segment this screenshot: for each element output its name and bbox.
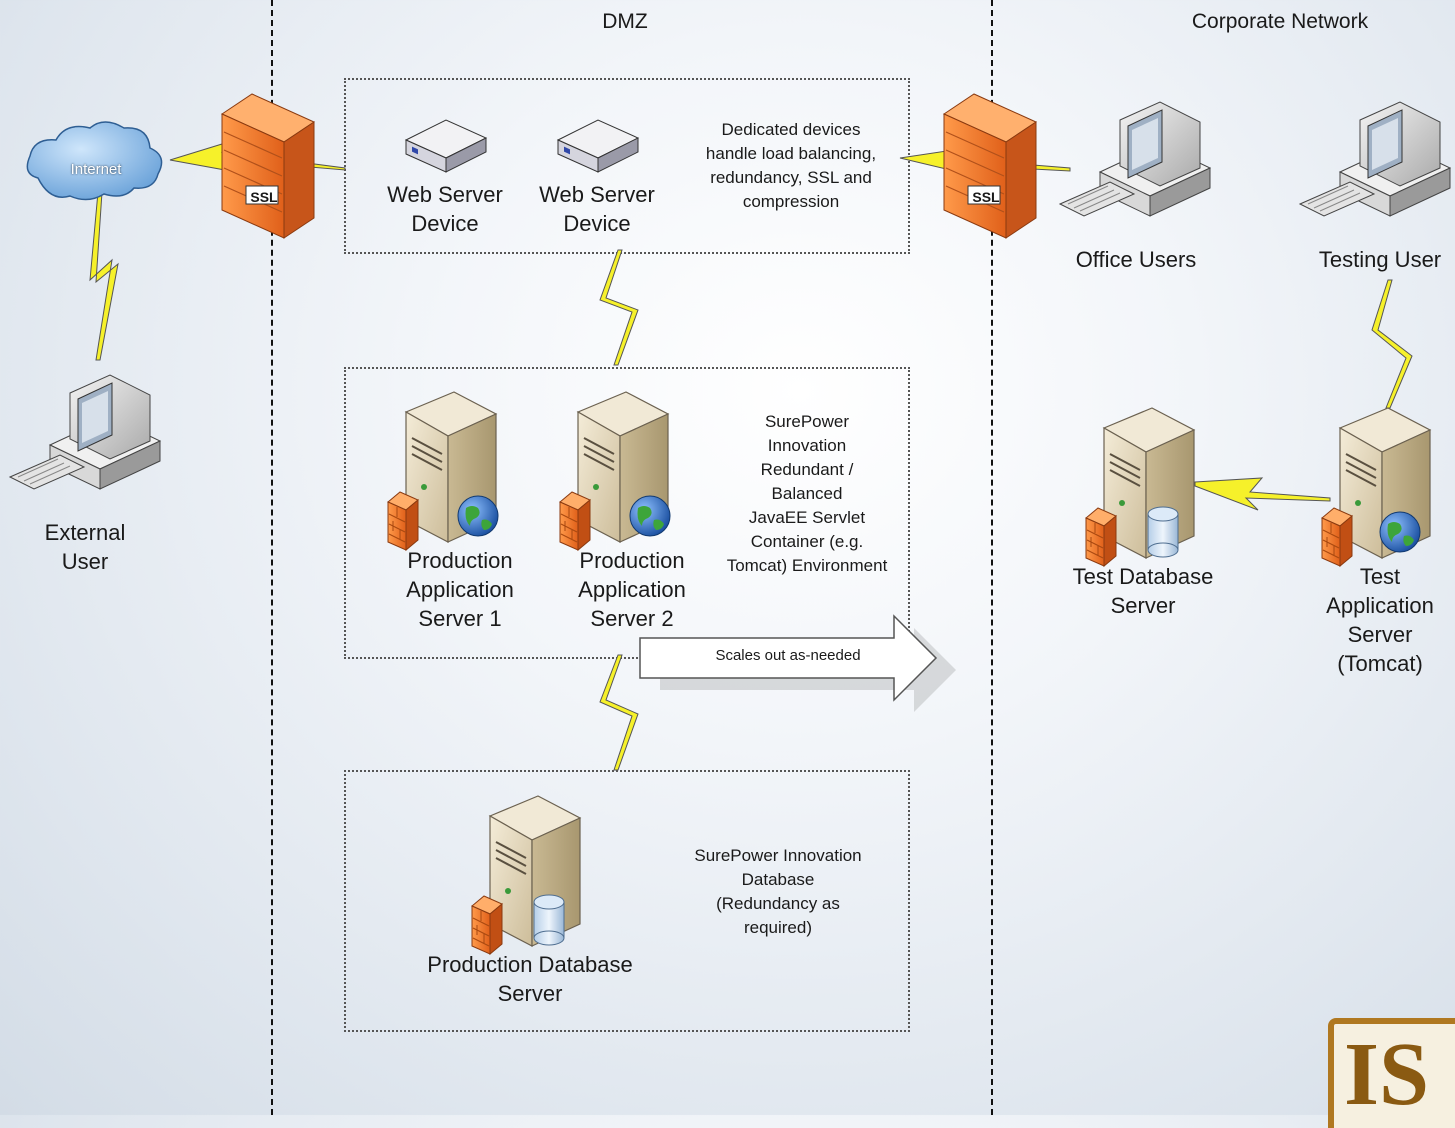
- internet-cloud-icon: [26, 121, 163, 201]
- testing-user-pc-icon: [1299, 101, 1451, 217]
- production-database-server-icon: [471, 795, 581, 955]
- app-tier-note: SurePower Innovation Redundant / Balance…: [726, 412, 888, 575]
- test-application-server-label: Test Application Server (Tomcat): [1326, 564, 1434, 676]
- web-server-device-2-label: Web Server Device: [539, 182, 655, 236]
- production-app-server-1-icon: [387, 391, 499, 551]
- db-tier-note: SurePower Innovation Database (Redundanc…: [694, 846, 862, 937]
- office-users-label: Office Users: [1075, 247, 1197, 272]
- web-server-device-1-label: Web Server Device: [387, 182, 503, 236]
- zone-title-corporate: Corporate Network: [1191, 10, 1369, 33]
- firewall-corp-icon: [942, 93, 1038, 239]
- firewall-corp-label: SSL: [972, 189, 1000, 205]
- production-database-server-label: Production Database Server: [427, 952, 633, 1006]
- web-tier-group: [344, 78, 910, 254]
- link-testing-app: [1371, 279, 1413, 409]
- external-user-label: External User: [44, 520, 126, 574]
- scale-out-arrow-label: Scales out as-needed: [715, 647, 861, 664]
- dmz-left-boundary: [271, 0, 273, 1115]
- web-tier-note: Dedicated devices handle load balancing,…: [705, 120, 877, 211]
- db-tier-group: [344, 770, 910, 1032]
- web-server-device-1-icon: [405, 119, 487, 173]
- link-testdb-testapp: [1194, 477, 1331, 511]
- company-logo-text: IS: [1344, 1025, 1430, 1124]
- test-database-server-icon: [1085, 407, 1195, 567]
- production-app-server-1-label: Production Application Server 1: [406, 548, 514, 631]
- dmz-right-boundary: [991, 0, 993, 1115]
- company-logo: IS: [1328, 1018, 1455, 1128]
- test-application-server-icon: [1321, 407, 1431, 567]
- link-web-app: [599, 249, 639, 366]
- production-app-server-2-icon: [559, 391, 671, 551]
- internet-label: Internet: [70, 161, 122, 178]
- link-internet-external: [89, 191, 119, 361]
- zone-title-dmz: DMZ: [602, 10, 648, 33]
- external-user-pc-icon: [9, 374, 161, 490]
- link-app-db: [599, 654, 639, 771]
- firewall-dmz-label: SSL: [250, 189, 278, 205]
- office-users-pc-icon: [1059, 101, 1211, 217]
- app-tier-group: [344, 367, 910, 659]
- scale-out-arrow: [639, 614, 956, 712]
- test-database-server-label: Test Database Server: [1072, 564, 1214, 618]
- web-server-device-2-icon: [557, 119, 639, 173]
- testing-user-label: Testing User: [1318, 247, 1442, 272]
- firewall-dmz-icon: [220, 93, 316, 239]
- production-app-server-2-label: Production Application Server 2: [578, 548, 686, 631]
